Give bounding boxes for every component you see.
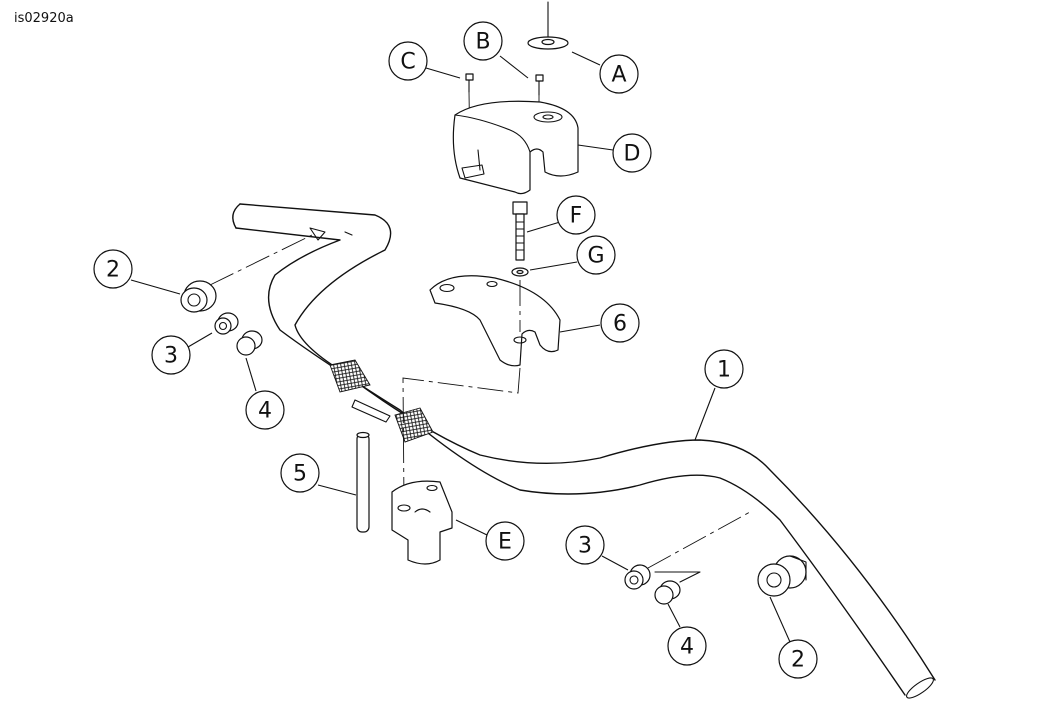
callout-c: C bbox=[388, 41, 428, 81]
callout-label: D bbox=[624, 142, 641, 167]
washer-g bbox=[511, 267, 529, 277]
callout-label: 4 bbox=[680, 635, 694, 660]
callout-2-left: 2 bbox=[93, 249, 133, 289]
callout-label: G bbox=[587, 244, 604, 269]
callout-6: 6 bbox=[600, 303, 640, 343]
right-grommet-2 bbox=[757, 555, 807, 597]
riser-cover-d bbox=[452, 100, 579, 195]
callout-label: 1 bbox=[717, 358, 731, 383]
callout-2-right: 2 bbox=[778, 639, 818, 679]
callout-label: 2 bbox=[791, 648, 805, 673]
callout-5: 5 bbox=[280, 453, 320, 493]
callout-g: G bbox=[576, 235, 616, 275]
callout-label: B bbox=[475, 30, 490, 55]
callout-4-left: 4 bbox=[245, 390, 285, 430]
callout-label: A bbox=[611, 63, 626, 88]
right-plug-4 bbox=[654, 580, 681, 605]
callout-d: D bbox=[612, 133, 652, 173]
callout-f: F bbox=[556, 195, 596, 235]
callout-3-right: 3 bbox=[565, 525, 605, 565]
callout-label: 2 bbox=[106, 258, 120, 283]
left-bushing-3 bbox=[214, 312, 239, 335]
callout-label: E bbox=[498, 530, 512, 555]
callout-4-right: 4 bbox=[667, 626, 707, 666]
left-plug-4 bbox=[236, 330, 263, 356]
left-grommet-2 bbox=[180, 234, 313, 313]
callout-a: A bbox=[599, 54, 639, 94]
leader-lines bbox=[130, 51, 791, 643]
callout-label: 3 bbox=[578, 534, 592, 559]
figure-id: is02920a bbox=[14, 11, 74, 26]
bolt-f bbox=[512, 201, 528, 261]
callout-e: E bbox=[485, 521, 525, 561]
callout-3-left: 3 bbox=[151, 335, 191, 375]
callout-label: 6 bbox=[613, 312, 627, 337]
callout-label: 4 bbox=[258, 399, 272, 424]
handlebar bbox=[232, 203, 936, 699]
washer-a bbox=[527, 1, 569, 50]
callout-b: B bbox=[463, 21, 503, 61]
upper-clamp-6 bbox=[429, 275, 561, 367]
callout-label: C bbox=[400, 50, 415, 75]
riser-e bbox=[391, 480, 453, 565]
pin-5 bbox=[356, 431, 370, 533]
callout-label: 5 bbox=[293, 462, 307, 487]
right-bushing-3 bbox=[624, 564, 651, 590]
callout-label: 3 bbox=[164, 344, 178, 369]
callout-label: F bbox=[570, 204, 583, 229]
callout-1: 1 bbox=[704, 349, 744, 389]
